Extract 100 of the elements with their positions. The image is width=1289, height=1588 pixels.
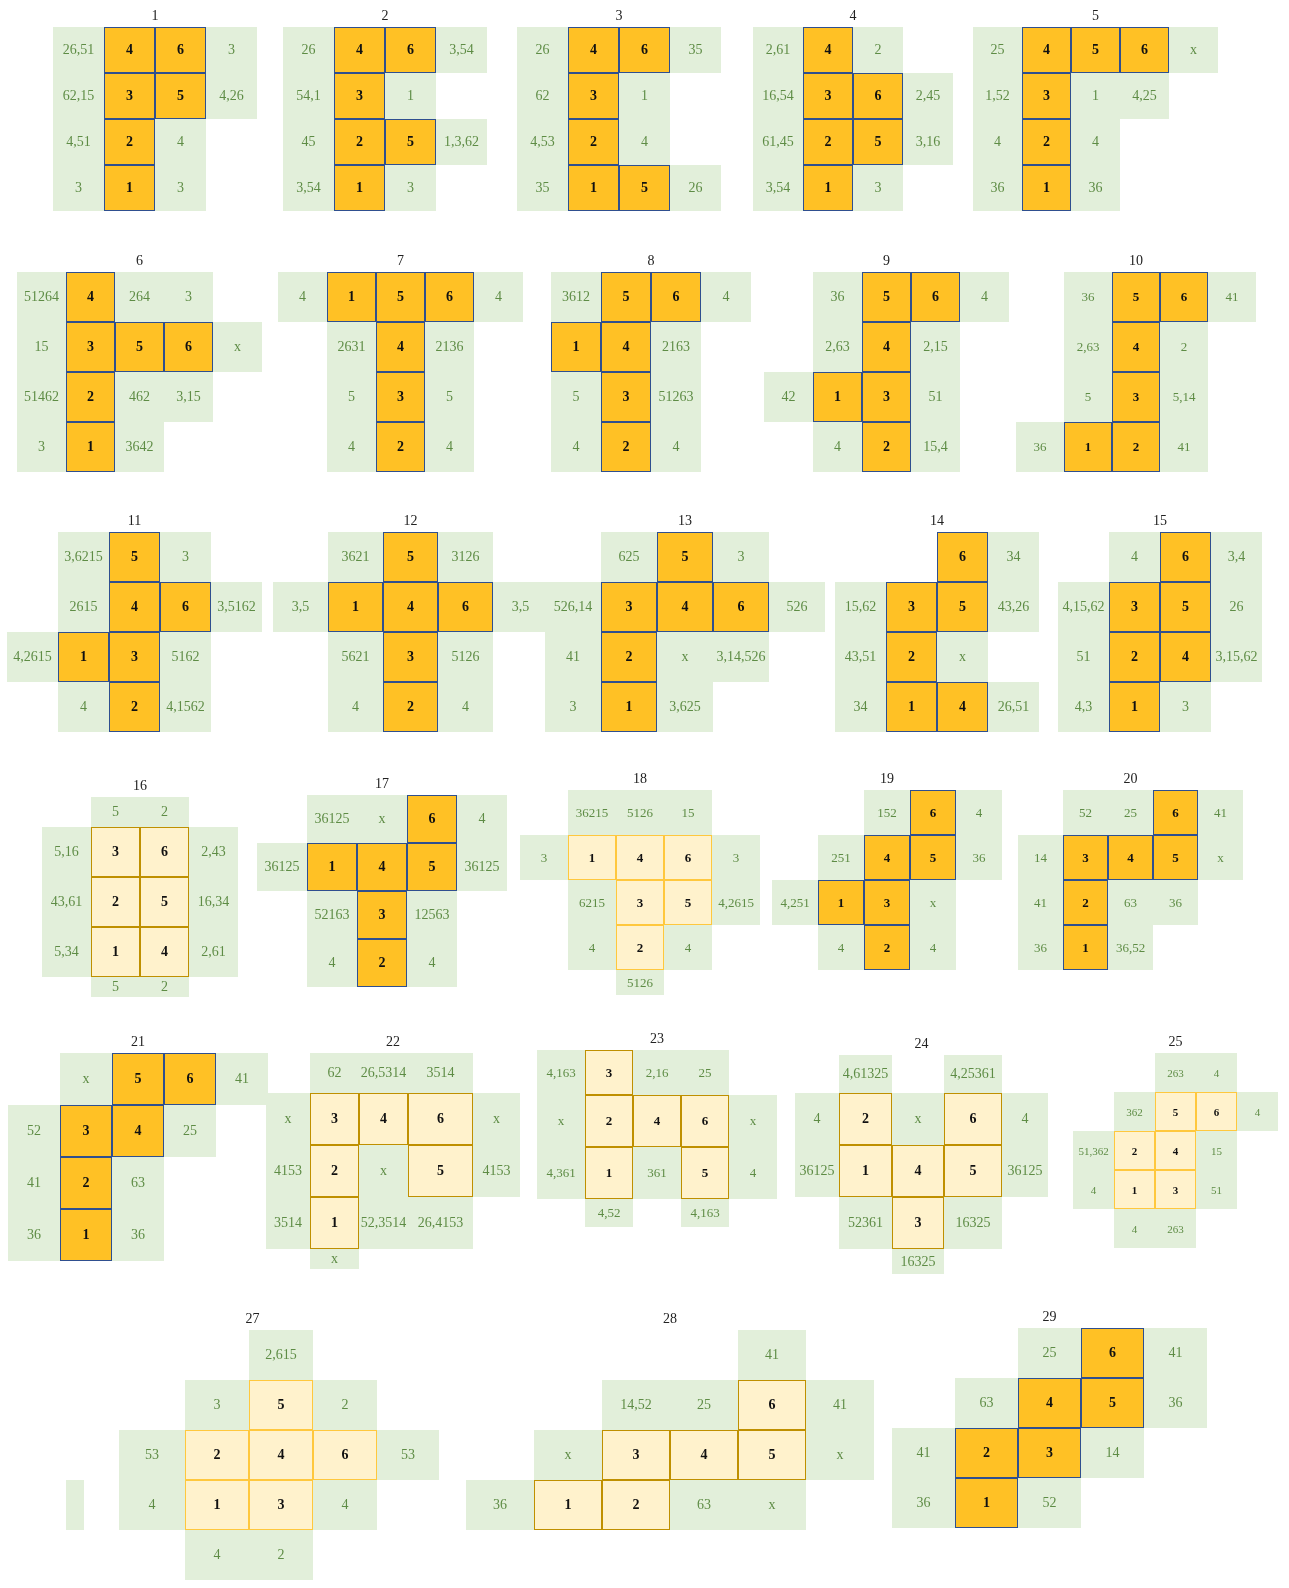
piece-cell: 4 xyxy=(1022,27,1071,73)
number-cell: 152 xyxy=(864,790,910,835)
number-cell: 3 xyxy=(17,422,66,472)
piece-cell: 4 xyxy=(1018,1378,1081,1428)
piece-cell: 3 xyxy=(601,582,657,632)
number-cell: 1 xyxy=(1071,73,1120,119)
piece-cell: 3 xyxy=(310,1093,359,1145)
piece-cell: 6 xyxy=(910,790,956,835)
number-cell: 3 xyxy=(520,835,568,880)
number-cell: x xyxy=(729,1095,777,1147)
piece-cell: 5 xyxy=(738,1430,806,1480)
piece-cell: 2 xyxy=(862,422,911,472)
piece-cell: 1 xyxy=(818,880,864,925)
piece-cell: 6 xyxy=(385,27,436,73)
number-cell: 26 xyxy=(670,165,721,211)
piece-cell: 2 xyxy=(602,1480,670,1530)
number-cell: 4 xyxy=(425,422,474,472)
number-cell: 4 xyxy=(1002,1093,1048,1145)
number-cell: 2,61 xyxy=(189,927,238,977)
number-cell: 1,3,62 xyxy=(436,119,487,165)
number-cell: 3 xyxy=(155,165,206,211)
figure-number: 27 xyxy=(244,1311,261,1327)
piece-cell: 4 xyxy=(104,27,155,73)
number-cell: 36 xyxy=(1064,272,1112,322)
number-cell: 3,16 xyxy=(903,119,953,165)
number-cell: x xyxy=(1198,835,1243,880)
number-cell: 4 xyxy=(313,1480,377,1530)
figure-number: 10 xyxy=(1128,253,1144,269)
number-cell: 4 xyxy=(1071,119,1120,165)
piece-cell: 3 xyxy=(886,582,937,632)
piece-cell: 1 xyxy=(839,1145,892,1197)
number-cell: 3,54 xyxy=(436,27,487,73)
piece-cell: 6 xyxy=(164,1053,216,1105)
number-cell: 3126 xyxy=(438,532,493,582)
number-cell: 34 xyxy=(835,682,886,732)
number-cell: 3 xyxy=(545,682,601,732)
number-cell: 36 xyxy=(112,1209,164,1261)
number-cell: 4 xyxy=(155,119,206,165)
number-cell: 1 xyxy=(385,73,436,119)
piece-cell: 4 xyxy=(803,27,853,73)
number-cell: 5126 xyxy=(616,970,664,995)
piece-cell: 3 xyxy=(91,827,140,877)
piece-cell: 2 xyxy=(109,682,160,732)
number-cell: 4,3 xyxy=(1058,682,1109,732)
number-cell: 4,1562 xyxy=(160,682,211,732)
figure-number: 9 xyxy=(882,253,891,269)
number-cell: 4 xyxy=(973,119,1022,165)
number-cell: 41 xyxy=(216,1053,268,1105)
number-cell: 34 xyxy=(988,532,1039,582)
piece-cell: 3 xyxy=(376,372,425,422)
number-cell: 4,163 xyxy=(537,1050,585,1095)
number-cell: 43,26 xyxy=(988,582,1039,632)
piece-cell: 3 xyxy=(1063,835,1108,880)
piece-cell: 2 xyxy=(601,422,651,472)
figure-number: 23 xyxy=(649,1031,665,1047)
piece-cell: 6 xyxy=(651,272,701,322)
piece-cell: 3 xyxy=(1109,582,1160,632)
piece-cell: 2 xyxy=(91,877,140,927)
number-cell: 5,16 xyxy=(42,827,91,877)
piece-cell: 1 xyxy=(534,1480,602,1530)
piece-cell: 6 xyxy=(407,795,457,843)
figure-number: 4 xyxy=(848,8,858,24)
number-cell: 4 xyxy=(119,1480,185,1530)
number-cell: 36215 xyxy=(568,790,616,835)
piece-cell: 4 xyxy=(892,1145,944,1197)
number-cell: 362 xyxy=(1114,1092,1155,1131)
number-cell: 3,15 xyxy=(164,372,213,422)
number-cell: 26,5314 xyxy=(359,1053,408,1093)
number-cell: x xyxy=(892,1093,944,1145)
piece-cell: 4 xyxy=(633,1095,681,1147)
number-cell: x xyxy=(534,1430,602,1480)
number-cell: 3642 xyxy=(115,422,164,472)
number-cell: 15,62 xyxy=(835,582,886,632)
number-cell: 36 xyxy=(956,835,1002,880)
number-cell: 63 xyxy=(955,1378,1018,1428)
number-cell: 25 xyxy=(973,27,1022,73)
piece-cell: 1 xyxy=(60,1209,112,1261)
number-cell: 61,45 xyxy=(753,119,803,165)
piece-cell: 5 xyxy=(1160,582,1211,632)
number-cell: 2,45 xyxy=(903,73,953,119)
number-cell: 3 xyxy=(853,165,903,211)
number-cell: 25 xyxy=(670,1380,738,1430)
number-cell: 41 xyxy=(545,632,601,682)
figure-number: 20 xyxy=(1122,771,1139,787)
number-cell: 15,4 xyxy=(911,422,960,472)
number-cell: 25 xyxy=(164,1105,216,1157)
number-cell: 5 xyxy=(425,372,474,422)
piece-cell: 1 xyxy=(91,927,140,977)
number-cell: 53 xyxy=(119,1430,185,1480)
number-cell: 35 xyxy=(517,165,568,211)
piece-cell: 5 xyxy=(1071,27,1120,73)
number-cell: 4 xyxy=(960,272,1009,322)
piece-cell: 5 xyxy=(1112,272,1160,322)
number-cell: 45 xyxy=(283,119,334,165)
piece-cell: 1 xyxy=(58,632,109,682)
piece-cell: 4 xyxy=(864,835,910,880)
piece-cell: 1 xyxy=(334,165,385,211)
piece-cell: 4 xyxy=(66,272,115,322)
piece-cell: 4 xyxy=(249,1430,313,1480)
number-cell: 41 xyxy=(1198,790,1243,835)
